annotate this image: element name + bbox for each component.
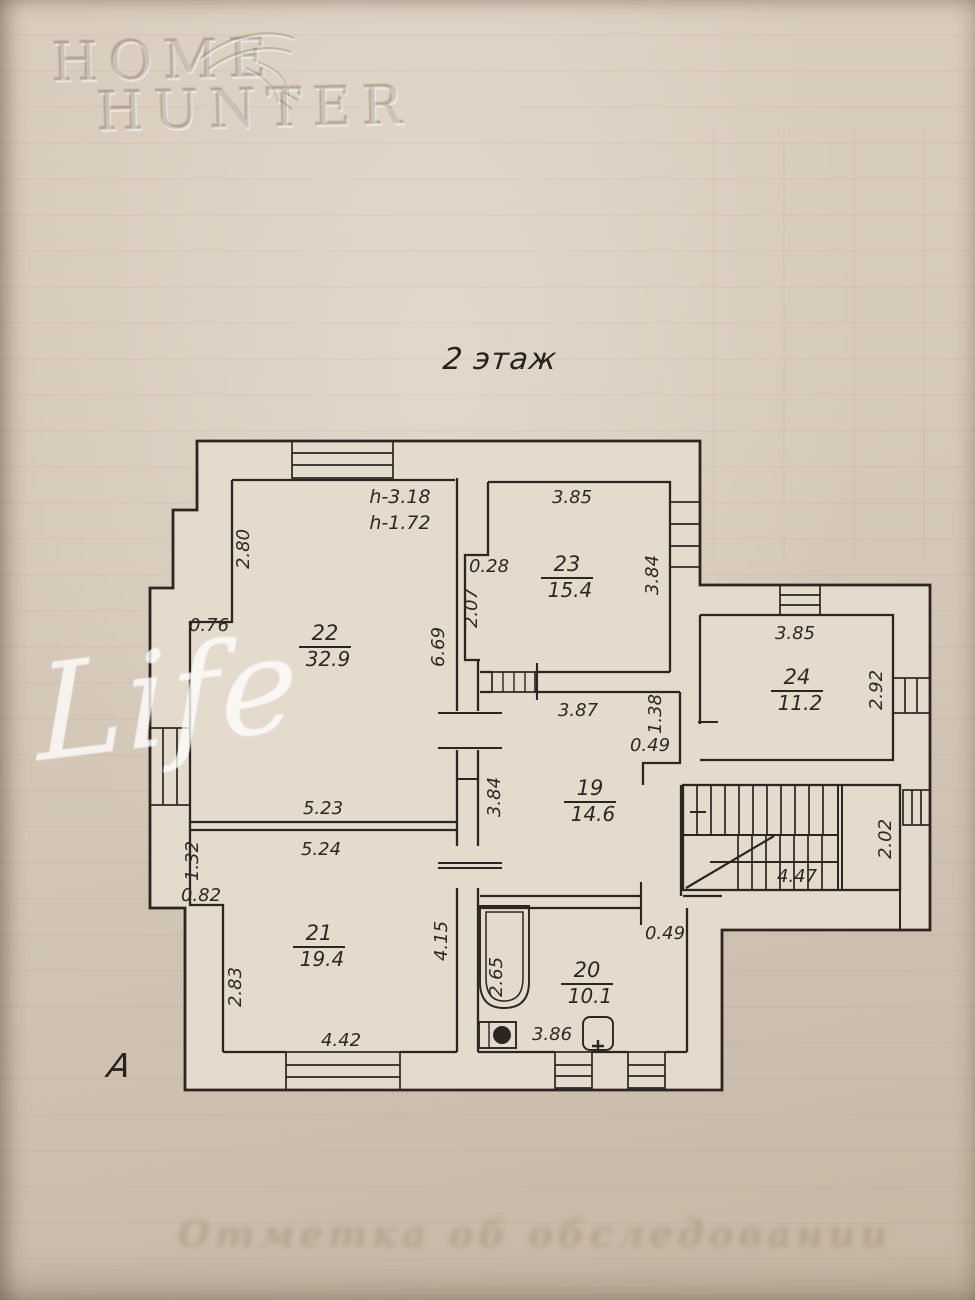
dimension-label: 1.32 [182, 841, 203, 881]
room-area: 19.4 [300, 947, 345, 971]
dimension-label: 4.15 [431, 921, 452, 961]
dimension-label: 3.86 [532, 1024, 572, 1045]
floor-title: 2 этаж [441, 342, 559, 377]
room-area: 15.4 [548, 578, 593, 602]
door-openings [438, 663, 718, 925]
dimension-label: 0.28 [469, 556, 509, 577]
sink [478, 1021, 517, 1049]
room-number: 20 [574, 958, 601, 982]
dimension-label: 2.92 [866, 670, 887, 710]
dimension-label: 4.42 [321, 1030, 361, 1051]
dimension-label: 0.49 [630, 735, 670, 756]
room-area: 10.1 [568, 984, 613, 1008]
room-number: 24 [784, 665, 811, 689]
height-note: h-3.18 [369, 486, 430, 508]
dimension-label: 2.83 [225, 967, 246, 1007]
dimension-label: 5.23 [303, 798, 343, 819]
dimension-label: 6.69 [428, 627, 449, 667]
room-number: 22 [312, 621, 339, 645]
dimension-label: 5.24 [301, 839, 341, 860]
room-area: 32.9 [306, 647, 351, 671]
dimension-label: 3.84 [642, 555, 663, 595]
room-area: 11.2 [778, 691, 823, 715]
dimension-label: 2.80 [233, 529, 254, 569]
room-area: 14.6 [571, 802, 616, 826]
dimension-label: 1.38 [645, 694, 666, 734]
dimension-labels: 2.80 0.76 6.69 0.28 2.07 3.85 3.84 3.85 2.92 3.87… [181, 487, 896, 1051]
ceiling-height-notes: h-3.18 h-1.72 [369, 486, 430, 534]
dimension-label: 0.82 [181, 885, 221, 906]
building-outline [148, 439, 932, 1092]
room-number: 19 [577, 776, 604, 800]
dimension-label: 2.65 [486, 957, 507, 997]
dimension-label: 2.02 [875, 819, 896, 859]
staircase [681, 783, 902, 930]
dimension-label: 3.85 [775, 623, 815, 644]
room-number: 23 [554, 552, 581, 576]
bathroom-fixtures [478, 905, 614, 1051]
room-number: 21 [306, 921, 333, 945]
windows [149, 440, 931, 1091]
dimension-label: 0.49 [645, 923, 685, 944]
dimension-label: 3.84 [484, 777, 505, 817]
bathtub [479, 905, 530, 1009]
dimension-label: 2.07 [461, 587, 482, 628]
dimension-label: 0.76 [189, 615, 229, 636]
toilet [582, 1016, 614, 1051]
dimension-label: 3.87 [558, 700, 599, 721]
dimension-label: 4.47 [777, 866, 818, 887]
height-note: h-1.72 [369, 512, 430, 534]
dimension-label: 3.85 [552, 487, 592, 508]
